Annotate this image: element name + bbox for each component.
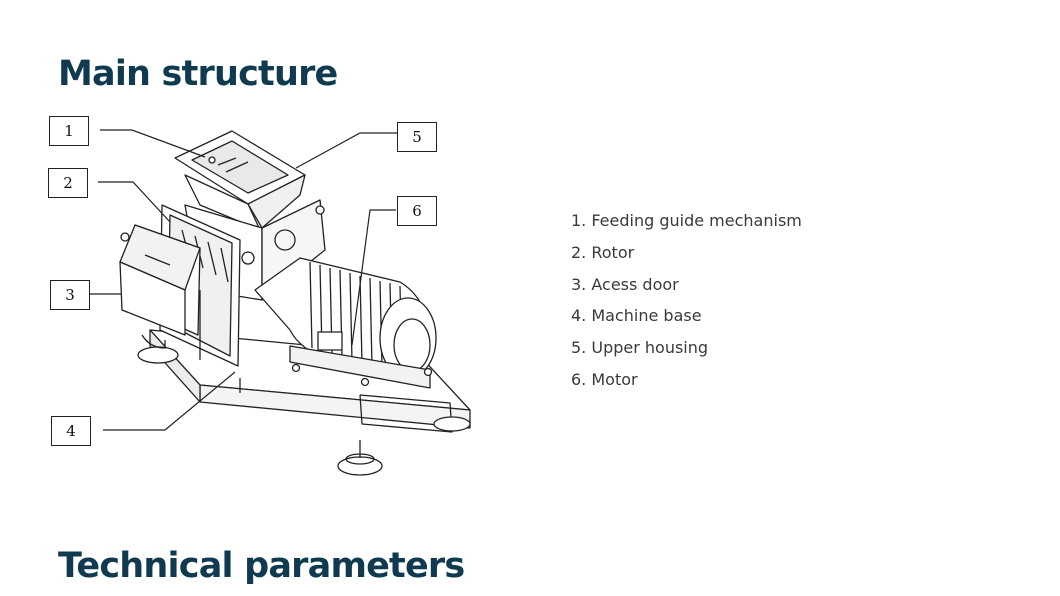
legend-item-rotor: 2. Rotor bbox=[571, 242, 635, 262]
legend-item-feeding-guide: 1. Feeding guide mechanism bbox=[571, 211, 802, 230]
callout-1: 1 bbox=[49, 116, 89, 146]
bolts bbox=[208, 156, 433, 387]
callout-6: 6 bbox=[397, 196, 437, 226]
legend-item-access-door: 3. Acess door bbox=[571, 274, 679, 294]
main-structure-heading: Main structure bbox=[58, 54, 338, 94]
hopper bbox=[174, 130, 306, 231]
legend-item-upper-housing: 5. Upper housing bbox=[571, 338, 709, 358]
legend-item-motor: 6. Motor bbox=[571, 369, 638, 389]
callout-2: 2 bbox=[48, 168, 88, 198]
access-door bbox=[119, 224, 201, 349]
parts-legend: 1. Feeding guide mechanism 2. Rotor 3. A… bbox=[571, 209, 802, 400]
legend-item-machine-base: 4. Machine base bbox=[571, 306, 702, 326]
callout-5: 5 bbox=[397, 122, 437, 152]
motor bbox=[254, 257, 437, 389]
technical-parameters-heading: Technical parameters bbox=[58, 546, 465, 586]
callout-4: 4 bbox=[51, 416, 91, 446]
callout-3: 3 bbox=[50, 280, 90, 310]
leader-lines bbox=[90, 129, 397, 431]
